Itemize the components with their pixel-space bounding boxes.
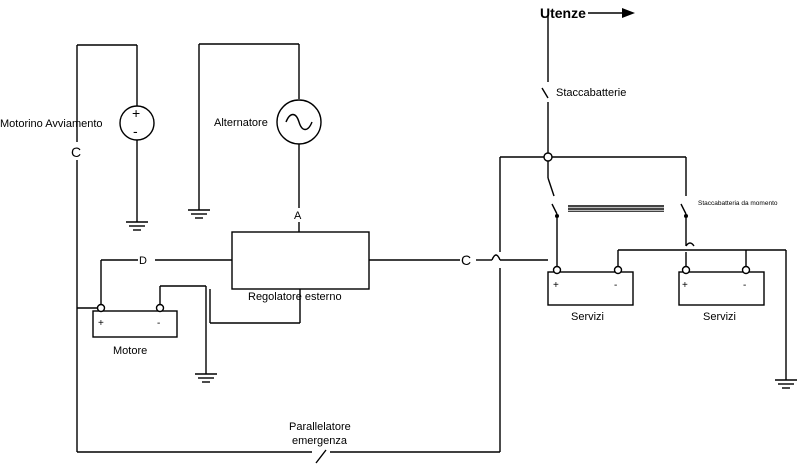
switch-link-bar [568, 205, 664, 212]
parallelatore-label-line1: Parallelatore [289, 421, 351, 433]
starter-ground-icon [126, 221, 148, 231]
starter-motor-source: + - [77, 44, 155, 222]
engine-ground-icon [195, 373, 217, 383]
service-battery-1: + - [547, 265, 634, 306]
motorino-label: Motorino Avviamento [0, 118, 103, 130]
external-regulator: D C [100, 231, 548, 324]
node-d-label: D [139, 255, 147, 267]
utenze-label: Utenze [540, 5, 586, 21]
engine-battery-plus: + [98, 318, 104, 329]
service-2-minus: - [743, 280, 746, 291]
service-ground-icon [775, 379, 797, 389]
engine-battery: + - [77, 285, 207, 374]
node-c-mid-label: C [461, 252, 471, 268]
starter-minus-sign: - [133, 123, 138, 139]
servizi-2-label: Servizi [703, 311, 736, 323]
alternator: A [198, 43, 322, 232]
service-1-minus: - [614, 280, 617, 291]
momentary-switch-left [547, 161, 559, 266]
alternator-ground-icon [188, 209, 210, 219]
utenze-arrow-icon [588, 8, 635, 18]
regolatore-label: Regolatore esterno [248, 291, 342, 303]
staccabatterie-label: Staccabatterie [556, 87, 626, 99]
engine-battery-minus: - [157, 318, 160, 329]
starter-plus-sign: + [132, 105, 140, 121]
service-1-plus: + [553, 280, 559, 291]
main-battery-switch [541, 16, 549, 153]
momentary-switch-right [680, 203, 695, 266]
service-battery-2: + - [678, 265, 765, 306]
motore-label: Motore [113, 345, 147, 357]
parallelatore-label-line2: emergenza [292, 435, 348, 447]
node-c-left-label: C [71, 144, 81, 160]
staccabatterie-momento-label: Staccabatteria da momento [698, 200, 778, 207]
servizi-1-label: Servizi [571, 311, 604, 323]
emergency-paralleler [77, 449, 500, 464]
service-2-plus: + [682, 280, 688, 291]
alternatore-label: Alternatore [214, 117, 268, 129]
node-a-label: A [294, 210, 302, 222]
